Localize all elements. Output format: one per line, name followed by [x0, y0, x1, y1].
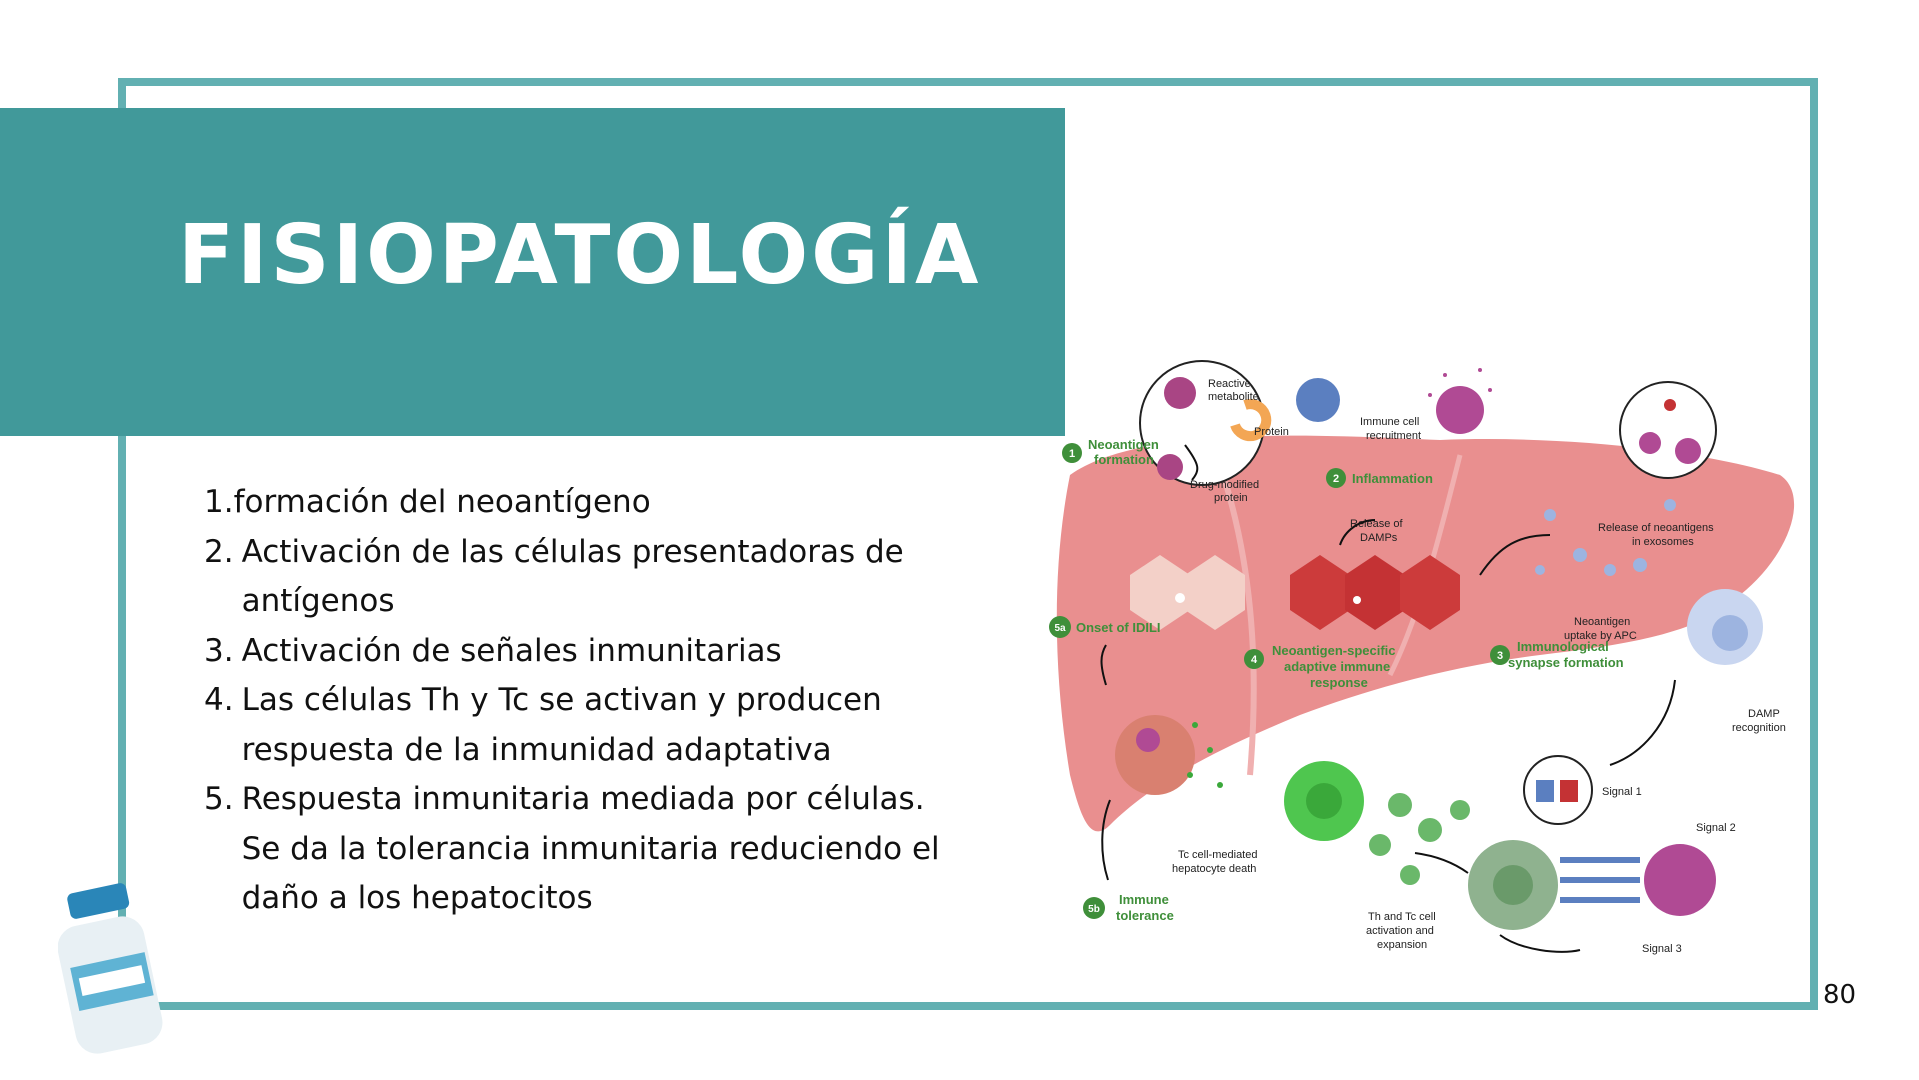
- label-tc-death-2: hepatocyte death: [1172, 863, 1256, 875]
- dying-hepatocyte-icon: [1115, 715, 1195, 795]
- stage-1-badge: 1 Neoantigen formation: [1062, 437, 1159, 467]
- label-reactive-1: Reactive: [1208, 378, 1251, 390]
- step-item: 5. Respuesta inmunitaria mediada por cél…: [204, 775, 964, 924]
- svg-text:Inflammation: Inflammation: [1352, 471, 1433, 486]
- stage-4-badge: 4 Neoantigen-specific adaptive immune re…: [1244, 643, 1396, 690]
- svg-text:Immune: Immune: [1119, 892, 1169, 907]
- step-item: 3. Activación de señales inmunitarias: [204, 627, 964, 677]
- slide-frame: [118, 78, 1818, 1010]
- svg-text:5a: 5a: [1054, 623, 1066, 634]
- label-recruit-2: recruitment: [1366, 430, 1421, 442]
- label-th-tc-3: expansion: [1377, 939, 1427, 951]
- svg-text:1: 1: [1069, 448, 1075, 460]
- label-th-tc-1: Th and Tc cell: [1368, 911, 1436, 923]
- svg-text:response: response: [1310, 675, 1368, 690]
- step-text: Activación de las células presentadoras …: [241, 533, 904, 620]
- step-text: formación del neoantígeno: [233, 484, 651, 520]
- svg-text:formation: formation: [1094, 452, 1154, 467]
- steps-list: 1. formación del neoantígeno 2. Activaci…: [204, 478, 964, 924]
- expanding-t-cells: [1369, 793, 1470, 885]
- step-number: 4.: [204, 682, 234, 718]
- step-number: 5.: [204, 781, 234, 817]
- label-damps-2: DAMPs: [1360, 532, 1398, 544]
- label-damp-rec-2: recognition: [1732, 722, 1786, 734]
- title-band: [0, 108, 1065, 436]
- svg-text:2: 2: [1333, 473, 1339, 485]
- slide-title: FISIOPATOLOGÍA: [178, 208, 982, 303]
- label-tc-death-1: Tc cell-mediated: [1178, 849, 1257, 861]
- protein-icon: [1230, 399, 1272, 442]
- stage-2-badge: 2 Inflammation: [1326, 468, 1433, 488]
- step-text: Respuesta inmunitaria mediada por célula…: [241, 781, 940, 916]
- svg-text:Neoantigen: Neoantigen: [1088, 437, 1159, 452]
- exosome-dots: [1535, 499, 1676, 576]
- reactive-metabolite-icon: [1164, 377, 1196, 409]
- label-signal3: Signal 3: [1642, 943, 1682, 955]
- svg-text:adaptive immune: adaptive immune: [1284, 659, 1390, 674]
- immune-cell-icon: [1296, 368, 1492, 434]
- svg-text:Immunological: Immunological: [1517, 639, 1609, 654]
- label-reactive-2: metabolite: [1208, 391, 1259, 403]
- step-number: 3.: [204, 632, 234, 669]
- svg-text:3: 3: [1497, 650, 1503, 662]
- step-number: 1.: [204, 484, 234, 520]
- stage-3-badge: 3 Immunological synapse formation: [1490, 639, 1624, 670]
- label-signal1: Signal 1: [1602, 786, 1642, 798]
- svg-text:Onset of IDILI: Onset of IDILI: [1076, 620, 1161, 635]
- flow-arrows: [1100, 444, 1676, 953]
- hepatocyte-cluster: [1130, 555, 1460, 630]
- label-th-tc-2: activation and: [1366, 925, 1434, 937]
- step-text: Activación de señales inmunitarias: [241, 632, 782, 669]
- step-number: 2.: [204, 533, 234, 570]
- label-protein: Protein: [1254, 426, 1289, 438]
- page-number: 80: [1823, 980, 1857, 1010]
- synapse-callout: [1523, 755, 1593, 825]
- apc-signal-cell-icon: [1644, 844, 1716, 916]
- label-recruit-1: Immune cell: [1360, 416, 1419, 428]
- label-uptake-2: uptake by APC: [1564, 630, 1637, 642]
- idili-pathway-diagram: Reactive metabolite Protein Drug-modifie…: [1049, 360, 1795, 955]
- svg-text:4: 4: [1251, 654, 1258, 666]
- label-uptake-1: Neoantigen: [1574, 616, 1630, 628]
- label-exo-2: in exosomes: [1632, 536, 1694, 548]
- stage-5a-badge: 5a Onset of IDILI: [1049, 616, 1161, 638]
- label-signal2: Signal 2: [1696, 822, 1736, 834]
- stage-5b-badge: 5b Immune tolerance: [1083, 892, 1174, 923]
- svg-text:tolerance: tolerance: [1116, 908, 1174, 923]
- medicine-bottle-icon: [58, 883, 163, 1054]
- drug-modified-protein-icon: [1157, 454, 1183, 480]
- step-text: Las células Th y Tc se activan y produce…: [241, 682, 882, 768]
- label-damp-rec-1: DAMP: [1748, 708, 1780, 720]
- step-item: 2. Activación de las células presentador…: [204, 528, 964, 627]
- label-drug-2: protein: [1214, 492, 1248, 504]
- label-drug-1: Drug-modified: [1190, 479, 1259, 491]
- label-exo-1: Release of neoantigens: [1598, 522, 1714, 534]
- step-item: 1. formación del neoantígeno: [204, 478, 964, 528]
- svg-text:synapse formation: synapse formation: [1508, 655, 1624, 670]
- svg-text:Neoantigen-specific: Neoantigen-specific: [1272, 643, 1396, 658]
- step-item: 4. Las células Th y Tc se activan y prod…: [204, 676, 964, 775]
- svg-text:5b: 5b: [1088, 904, 1100, 915]
- exosome-callout: [1619, 381, 1717, 479]
